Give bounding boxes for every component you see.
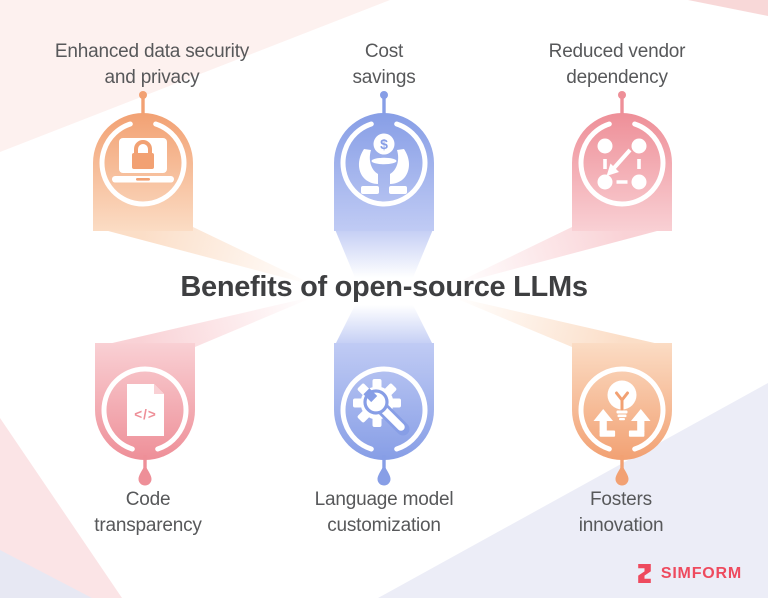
brand-logo: SIMFORM xyxy=(634,563,742,584)
label-cost-savings: Cost savings xyxy=(352,41,416,88)
svg-text:</>: </> xyxy=(134,407,157,422)
laptop-lock-icon xyxy=(112,138,174,183)
badge-shape xyxy=(572,113,672,231)
brand-name: SIMFORM xyxy=(660,564,742,582)
badge-stem xyxy=(141,95,145,128)
beam-bottom-center xyxy=(334,303,434,347)
simform-logo-icon xyxy=(638,564,651,583)
badge-stem-drop xyxy=(377,465,391,486)
code-badge: </> xyxy=(95,343,195,486)
code-file-icon: </> xyxy=(127,384,164,436)
label-fosters-innovation: Fosters innovation xyxy=(578,489,664,536)
infographic-title: Benefits of open-source LLMs xyxy=(180,271,588,303)
label-language-model-customization: Language model customization xyxy=(314,489,454,536)
label-code-transparency: Code transparency xyxy=(94,489,202,536)
network-nodes-icon xyxy=(597,138,647,190)
badge-ring xyxy=(101,366,189,452)
badge-stem-drop xyxy=(138,465,152,486)
innovation-badge xyxy=(572,343,672,486)
badge-stem xyxy=(382,95,386,128)
beam-top-center xyxy=(334,227,434,280)
security-badge xyxy=(93,91,193,231)
badge-ring xyxy=(578,366,666,452)
svg-text:$: $ xyxy=(380,136,388,152)
badge-stem-drop xyxy=(615,465,629,486)
badge-stem xyxy=(382,455,386,471)
beam-bottom-left xyxy=(95,296,316,347)
badge-ring xyxy=(340,121,428,207)
customization-badge xyxy=(334,343,434,486)
label-enhanced-data-security: Enhanced data security and privacy xyxy=(54,41,250,88)
badge-stem xyxy=(620,95,624,128)
beam-top-left xyxy=(93,227,316,286)
badge-ring xyxy=(578,121,666,207)
badge-stem xyxy=(620,455,624,471)
vendor-badge xyxy=(572,91,672,231)
cost-badge: $ xyxy=(334,91,434,231)
gear-wrench-icon xyxy=(353,379,410,436)
bulb-arrows-icon xyxy=(593,380,651,437)
hands-coin-icon: $ xyxy=(358,133,410,194)
badge-shape xyxy=(334,113,434,231)
beam-bottom-right xyxy=(450,296,672,347)
badge-ring xyxy=(99,121,187,207)
badge-ring xyxy=(340,366,428,452)
label-reduced-vendor-dependency: Reduced vendor dependency xyxy=(548,41,686,88)
badge-stem xyxy=(143,455,147,471)
beam-top-right xyxy=(450,227,672,286)
